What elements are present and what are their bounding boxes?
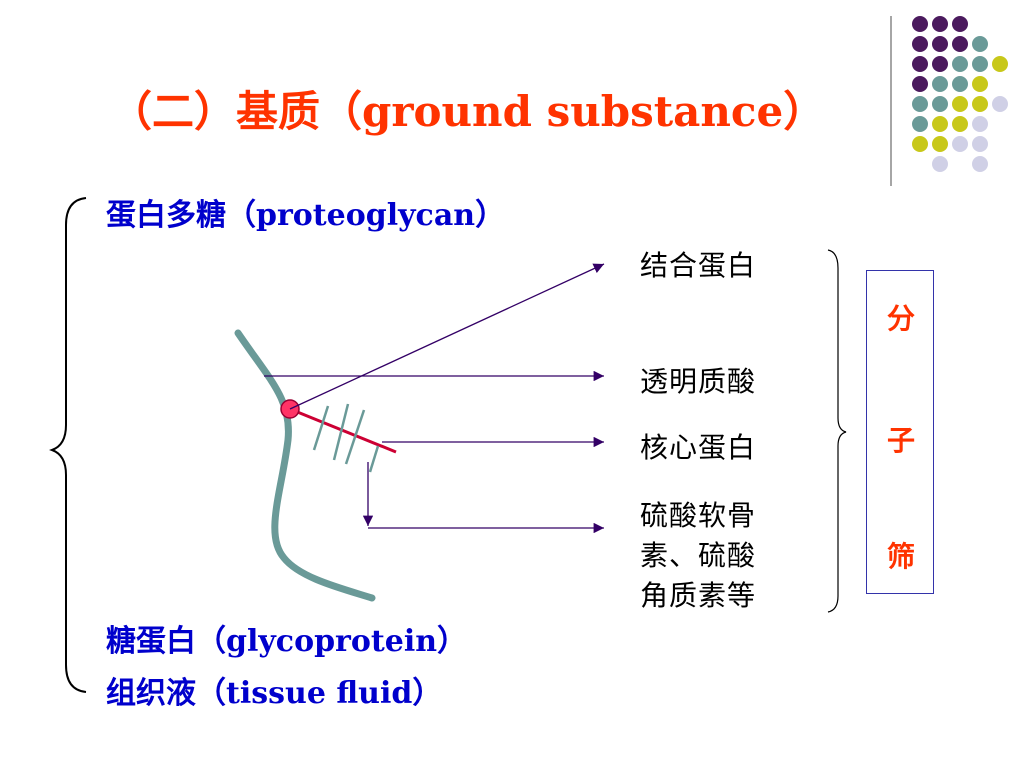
- dot: [952, 96, 968, 112]
- hyaluronan-backbone-curve: [234, 329, 376, 602]
- dot: [972, 136, 988, 152]
- sieve-char-3: 筛: [886, 540, 915, 573]
- side-chain: [332, 403, 350, 461]
- left-curly-brace: [49, 197, 87, 693]
- core-protein-line: [289, 407, 397, 454]
- dot: [912, 116, 928, 132]
- dot: [932, 156, 948, 172]
- arrow-link-protein: [289, 263, 605, 410]
- dot: [912, 16, 928, 32]
- dot: [972, 36, 988, 52]
- dot-grid-decoration: [0, 0, 1024, 180]
- dot: [932, 56, 948, 72]
- dot: [972, 116, 988, 132]
- dot: [912, 36, 928, 52]
- side-chain: [344, 409, 366, 465]
- side-chain: [368, 445, 380, 473]
- dot: [932, 116, 948, 132]
- sieve-char-2: 子: [886, 424, 915, 457]
- dot: [972, 156, 988, 172]
- tissue-fluid-label: 组织液（tissue fluid）: [106, 676, 443, 711]
- dot: [952, 36, 968, 52]
- dot: [972, 76, 988, 92]
- sulfate-label-line3: 角质素等: [640, 579, 757, 612]
- dot: [952, 116, 968, 132]
- dot: [992, 96, 1008, 112]
- sulfate-label-line1: 硫酸软骨: [640, 499, 757, 532]
- dot: [912, 96, 928, 112]
- dot: [952, 16, 968, 32]
- glycoprotein-label: 糖蛋白（glycoprotein）: [106, 624, 468, 659]
- proteoglycan-label: 蛋白多糖（proteoglycan）: [106, 198, 506, 233]
- dot: [912, 136, 928, 152]
- side-chain: [312, 405, 330, 451]
- dot: [932, 96, 948, 112]
- dot: [932, 16, 948, 32]
- core-protein-label: 核心蛋白: [640, 431, 757, 464]
- dot: [992, 56, 1008, 72]
- dot: [952, 56, 968, 72]
- dot: [972, 96, 988, 112]
- dot: [932, 136, 948, 152]
- molecular-sieve-box: 分 子 筛: [866, 270, 934, 594]
- dot: [972, 56, 988, 72]
- dot: [932, 76, 948, 92]
- sieve-char-1: 分: [886, 302, 915, 335]
- hyaluronic-acid-label: 透明质酸: [640, 365, 757, 398]
- sulfate-label-line2: 素、硫酸: [640, 539, 757, 572]
- dot: [912, 76, 928, 92]
- sulfate-label: 硫酸软骨 素、硫酸 角质素等: [640, 496, 756, 616]
- dot: [912, 56, 928, 72]
- dot: [952, 76, 968, 92]
- dot: [932, 36, 948, 52]
- page-title: （二）基质（ground substance）: [110, 87, 826, 136]
- link-protein-label: 结合蛋白: [640, 249, 757, 282]
- right-bracket: [827, 249, 847, 613]
- dot: [952, 136, 968, 152]
